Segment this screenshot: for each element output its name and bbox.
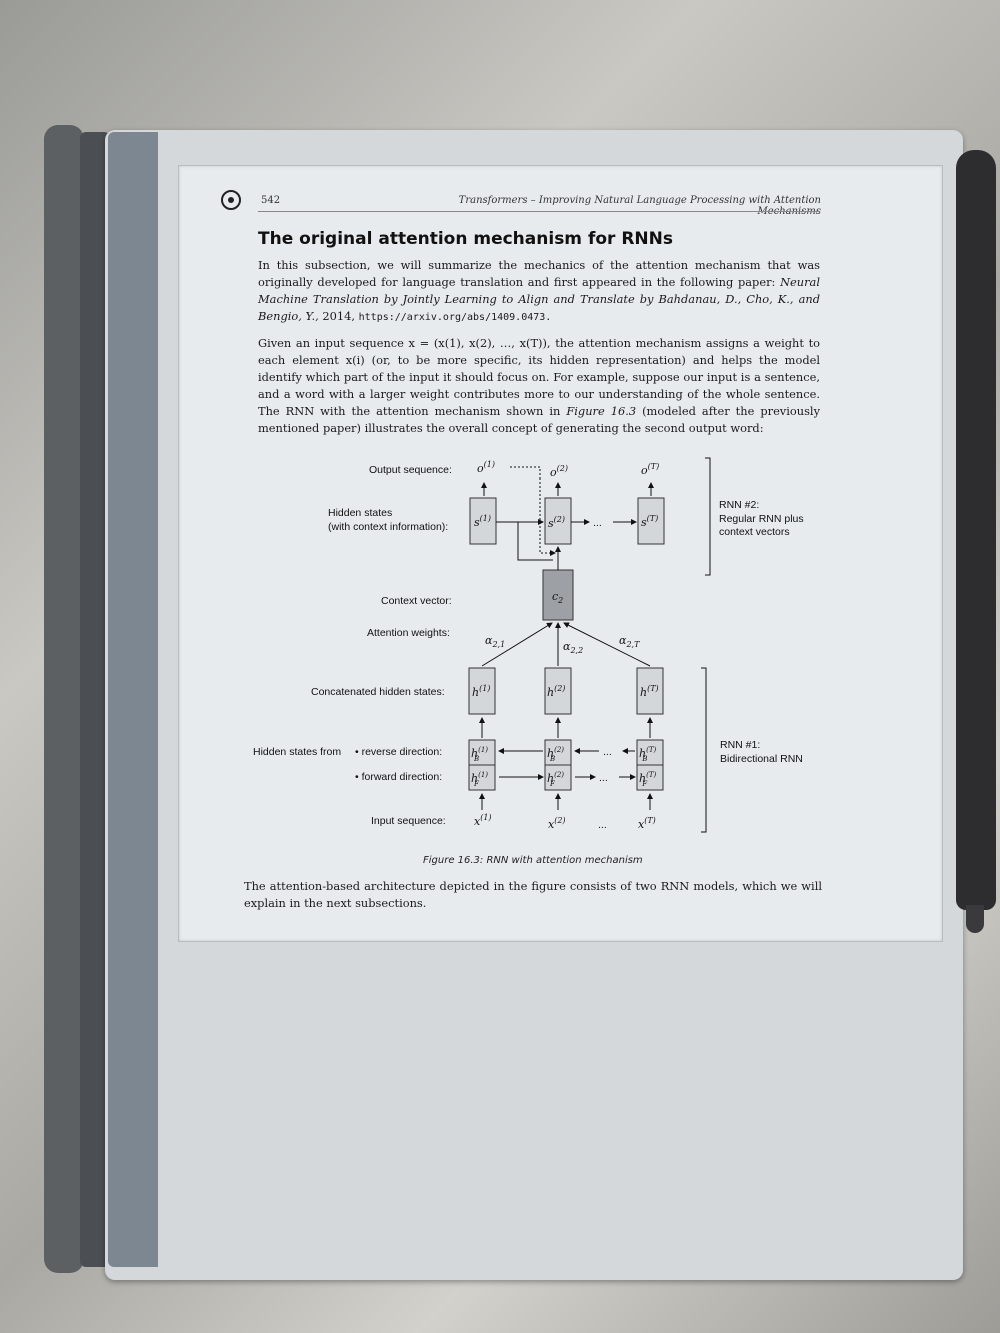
symbol-hT: h(T) <box>640 684 659 699</box>
box-h1 <box>468 667 496 715</box>
label-concatenated-hidden: Concatenated hidden states: <box>311 686 445 698</box>
box-sT <box>637 497 665 545</box>
bracket-rnn2 <box>705 457 711 576</box>
stylus-tip <box>966 905 984 933</box>
label-attention-weights: Attention weights: <box>367 627 450 639</box>
intro-text: In this subsection, we will summarize th… <box>258 258 820 289</box>
symbol-hB1: h(1)B <box>471 746 488 763</box>
label-hidden-states: Hidden states <box>328 507 392 519</box>
menu-circle-icon[interactable] <box>221 190 241 210</box>
symbol-o2: o(2) <box>550 464 568 479</box>
label-input-sequence: Input sequence: <box>371 815 446 827</box>
symbol-xT: x(T) <box>638 816 656 831</box>
label-rnn2-desc: Regular RNN plus <box>719 513 804 525</box>
label-rnn2: RNN #2: <box>719 499 759 511</box>
symbol-sT: s(T) <box>641 514 658 529</box>
symbol-s2: s(2) <box>548 515 565 530</box>
label-context-vector: Context vector: <box>381 595 452 607</box>
symbol-alpha-21: α2,1 <box>485 634 505 649</box>
label-hidden-states-context: (with context information): <box>328 521 448 533</box>
symbol-x2: x(2) <box>548 816 566 831</box>
symbol-oT: o(T) <box>641 462 659 477</box>
ellipsis-forward: ... <box>599 772 608 784</box>
ereader-screen[interactable] <box>178 165 943 942</box>
section-heading: The original attention mechanism for RNN… <box>258 229 673 249</box>
symbol-h1: h(1) <box>472 684 490 699</box>
symbol-x1: x(1) <box>474 813 492 828</box>
box-hT <box>636 667 664 715</box>
symbol-o1: o(1) <box>477 460 495 475</box>
label-rnn1-desc: Bidirectional RNN <box>720 753 803 765</box>
symbol-alpha-2T: α2,T <box>619 634 640 649</box>
symbol-hBT: h(T)B <box>639 746 656 763</box>
ellipsis-input: ... <box>598 819 607 831</box>
label-output-sequence: Output sequence: <box>369 464 452 476</box>
symbol-alpha-22: α2,2 <box>563 640 583 655</box>
symbol-hF1: h(1)F <box>471 771 488 788</box>
box-s2 <box>544 497 572 545</box>
box-s1 <box>469 497 497 545</box>
paper-reference: Neural Machine Translation by Jointly Le… <box>258 275 820 323</box>
symbol-hB2: h(2)B <box>547 746 564 763</box>
label-forward-direction: • forward direction: <box>355 771 442 783</box>
stylus-pen <box>956 150 996 910</box>
symbol-hF2: h(2)F <box>547 771 564 788</box>
symbol-h2: h(2) <box>547 684 565 699</box>
input-sequence-text: Given an input sequence x = (x(1), x(2),… <box>258 336 820 418</box>
running-title: Transformers – Improving Natural Languag… <box>458 195 821 217</box>
feedback-dotted-line <box>510 466 541 478</box>
ellipsis-reverse: ... <box>603 746 612 758</box>
figure-reference-link[interactable]: Figure 16.3 <box>566 404 637 418</box>
paragraph-input-sequence: Given an input sequence x = (x(1), x(2),… <box>258 335 820 437</box>
figure-caption: Figure 16.3: RNN with attention mechanis… <box>423 855 643 866</box>
ellipsis-decoder: ... <box>593 517 602 529</box>
device-spine <box>108 132 158 1267</box>
label-hidden-states-from: Hidden states from <box>253 746 341 758</box>
label-rnn1: RNN #1: <box>720 739 760 751</box>
feedback-dotted-down <box>539 478 556 556</box>
connector-s1-c2 <box>517 522 553 561</box>
label-rnn2-desc2: context vectors <box>719 526 790 538</box>
paper-year: 2014, <box>318 309 359 323</box>
bracket-rnn1 <box>701 667 707 833</box>
symbol-c2: c2 <box>552 590 563 605</box>
box-h2 <box>544 667 572 715</box>
attention-line-1 <box>481 622 553 667</box>
paragraph-architecture: The attention-based architecture depicte… <box>244 879 822 910</box>
paper-url[interactable]: https://arxiv.org/abs/1409.0473. <box>358 312 552 323</box>
input-sequence-text-end: (modeled after the previously mentioned … <box>258 404 820 435</box>
page-number: 542 <box>261 195 281 206</box>
attention-line-T <box>563 622 651 667</box>
paragraph-intro: In this subsection, we will summarize th… <box>258 257 820 326</box>
header-divider <box>258 211 820 212</box>
attention-diagram: Output sequence: Hidden states (with con… <box>253 457 804 833</box>
folio-cover-edge <box>44 125 84 1273</box>
symbol-s1: s(1) <box>474 514 491 529</box>
symbol-hFT: h(T)F <box>639 771 656 788</box>
label-reverse-direction: • reverse direction: <box>355 746 442 758</box>
